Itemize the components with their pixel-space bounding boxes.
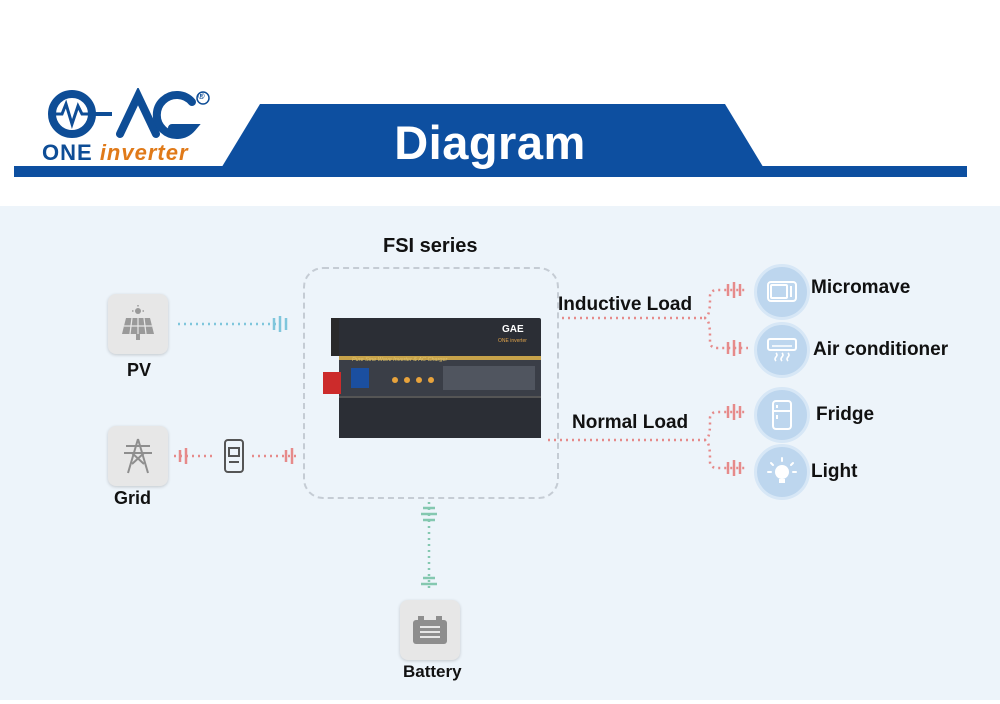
air-conditioner-circle bbox=[754, 322, 810, 378]
normal-load-label: Normal Load bbox=[572, 412, 689, 433]
air-conditioner-icon bbox=[767, 338, 797, 362]
solar-panel-icon bbox=[122, 305, 154, 340]
inverter-logo-sub: ONE inverter bbox=[498, 338, 527, 344]
grid-tile bbox=[108, 426, 168, 486]
inverter-frame bbox=[303, 267, 559, 499]
microwave-circle bbox=[754, 264, 810, 320]
inverter-device-icon bbox=[323, 318, 541, 438]
breaker-icon bbox=[224, 439, 244, 473]
brand-word-inverter: inverter bbox=[99, 140, 189, 165]
brand-wordmark: ONE inverter bbox=[42, 140, 189, 166]
battery-icon bbox=[413, 616, 447, 644]
pv-tile bbox=[108, 294, 168, 354]
inductive-load-label: Inductive Load bbox=[558, 294, 693, 315]
light-circle bbox=[754, 444, 810, 500]
load-label-fridge: Fridge bbox=[816, 404, 875, 425]
inverter-panel-text: Pure Sine Wave Inverter & AC Charger bbox=[352, 357, 448, 363]
brand-word-one: ONE bbox=[42, 140, 93, 165]
load-label-microwave: Micromave bbox=[811, 277, 911, 298]
fridge-icon bbox=[772, 400, 792, 430]
microwave-icon bbox=[767, 281, 797, 302]
brand-logo-icon bbox=[48, 88, 210, 139]
header-tab-shape bbox=[220, 104, 765, 170]
battery-tile bbox=[400, 600, 460, 660]
pv-label: PV bbox=[127, 360, 152, 380]
fridge-circle bbox=[754, 387, 810, 443]
page-title: Diagram bbox=[394, 116, 586, 169]
inverter-logo-mark: GAE bbox=[502, 324, 524, 335]
power-tower-icon bbox=[124, 438, 152, 474]
light-bulb-icon bbox=[767, 457, 797, 483]
center-label: FSI series bbox=[383, 235, 478, 257]
header-underline bbox=[14, 166, 967, 177]
load-label-light: Light bbox=[811, 461, 858, 482]
registered-mark: ® bbox=[198, 91, 205, 101]
grid-label: Grid bbox=[114, 488, 152, 508]
battery-label: Battery bbox=[403, 662, 462, 681]
load-label-air-conditioner: Air conditioner bbox=[813, 339, 949, 360]
